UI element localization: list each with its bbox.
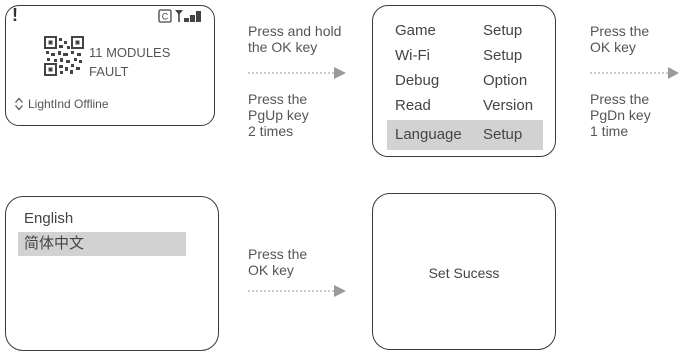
menu-row-game: Game Setup [387,16,543,46]
fault-line-2: FAULT [89,64,129,79]
language-option-chinese-selected: 简体中文 [18,232,186,256]
menu-item-value: Setup [483,47,523,64]
language-screen: English 简体中文 [5,196,219,351]
instruction-press-ok: Press the OK key [590,23,650,55]
menu-item-label: Read [395,97,431,114]
menu-item-label: Debug [395,72,440,89]
menu-row-language-selected: Language Setup [387,120,543,150]
menu-item-label: Language [395,126,462,143]
instruction-pgdn-1: Press the PgDn key 1 time [590,91,651,139]
menu-item-label: Wi-Fi [395,47,430,64]
instruction-pgup-2: Press the PgUp key 2 times [248,91,309,139]
language-option-english: English [18,207,186,231]
result-screen: Set Sucess [372,193,556,350]
arrow-right-icon [248,283,348,304]
language-option-label: English [24,210,74,227]
result-message: Set Sucess [428,265,500,281]
menu-item-value: Option [483,72,528,89]
menu-item-value: Version [483,97,534,114]
alert-indicator: ! [12,5,18,25]
status-footer: LightInd Offline [28,97,109,111]
copyright-icon: C [158,9,172,28]
device-status-screen: ! C [5,5,215,126]
up-down-icon [14,96,24,117]
menu-row-debug: Debug Option [387,66,543,96]
language-option-label: 简体中文 [24,235,85,252]
signal-icon [174,9,204,28]
fault-line-1: 11 MODULES [89,45,171,60]
arrow-right-icon [248,65,348,86]
instruction-press-hold-ok: Press and hold the OK key [248,23,342,55]
menu-item-value: Setup [483,126,523,143]
menu-row-wifi: Wi-Fi Setup [387,41,543,71]
arrow-right-icon [590,65,680,86]
qr-code-icon [44,36,84,81]
menu-item-label: Game [395,22,436,39]
instruction-press-ok-final: Press the OK key [248,246,308,278]
menu-item-value: Setup [483,22,523,39]
menu-screen: Game Setup Wi-Fi Setup Debug Option Read… [372,5,556,157]
svg-text:C: C [162,12,169,22]
menu-row-read: Read Version [387,91,543,121]
